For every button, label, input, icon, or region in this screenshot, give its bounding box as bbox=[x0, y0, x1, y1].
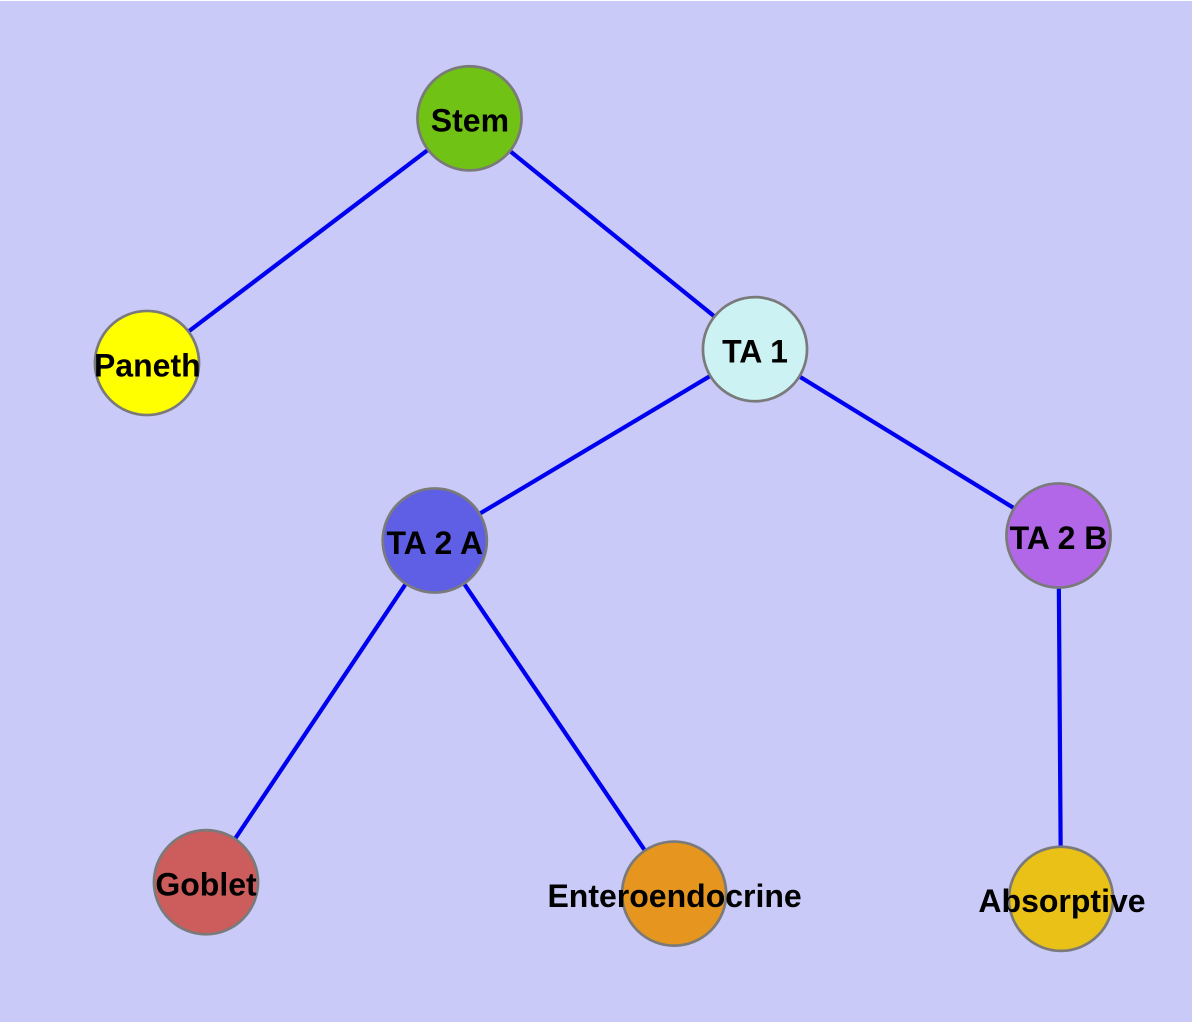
svg-text:TA 2 A: TA 2 A bbox=[387, 525, 484, 561]
svg-text:Paneth: Paneth bbox=[94, 347, 201, 383]
svg-text:TA 2 B: TA 2 B bbox=[1010, 520, 1108, 556]
svg-text:Absorptive: Absorptive bbox=[978, 883, 1145, 919]
svg-text:TA 1: TA 1 bbox=[722, 334, 788, 370]
svg-text:Stem: Stem bbox=[431, 103, 509, 139]
svg-text:Goblet: Goblet bbox=[155, 867, 257, 903]
svg-text:Enteroendocrine: Enteroendocrine bbox=[547, 878, 801, 914]
